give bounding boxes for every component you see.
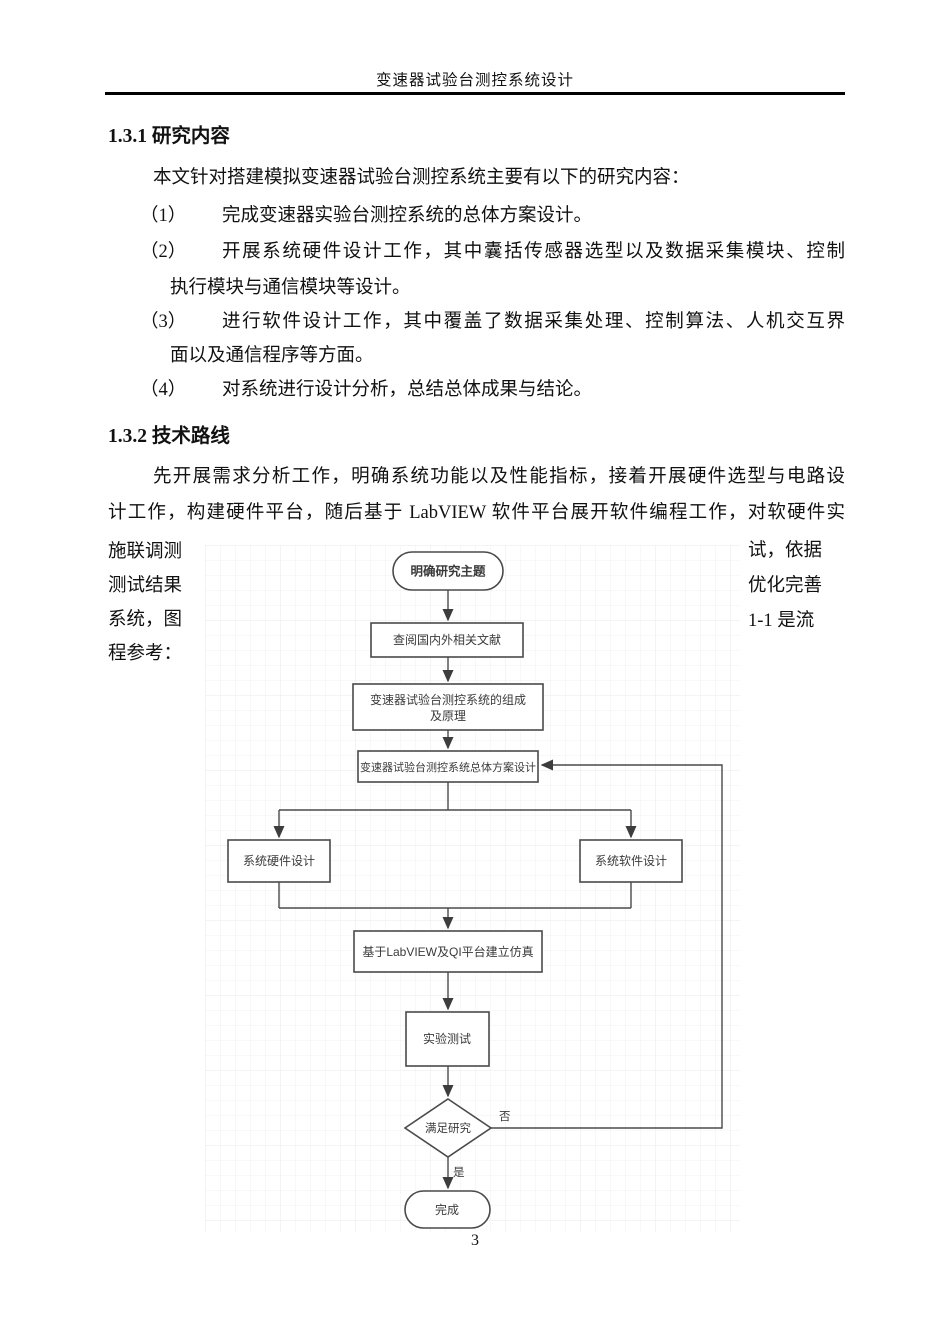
edge-label-no: 否 — [499, 1111, 511, 1123]
node-software-design-label: 系统软件设计 — [595, 854, 667, 868]
list-item-2-label: （2） — [140, 242, 187, 262]
edge-label-yes: 是 — [453, 1166, 465, 1179]
node-decision — [403, 1098, 493, 1158]
node-literature — [370, 622, 524, 658]
list-item-4-label: （4） — [140, 380, 187, 400]
technical-route-flowchart: 明确研究主题 查阅国内外相关文献 变速器试验台测控系统的组成 及原理 变速器试验… — [205, 545, 740, 1232]
paragraph-intro: 本文针对搭建模拟变速器试验台测控系统主要有以下的研究内容： — [153, 168, 690, 188]
node-literature-label: 查阅国内外相关文献 — [393, 632, 501, 647]
node-hardware-design — [227, 839, 331, 883]
node-start — [392, 551, 504, 591]
node-simulation-label: 基于LabVIEW及QI平台建立仿真 — [362, 944, 533, 959]
node-start-label: 明确研究主题 — [410, 563, 486, 578]
node-experiment-test-label: 实验测试 — [423, 1031, 471, 1046]
wrap-right-line-1: 试，依据 — [748, 541, 823, 561]
wrap-left-line-2: 测试结果 — [108, 576, 183, 596]
list-item-1-text: 完成变速器实验台测控系统的总体方案设计。 — [222, 206, 593, 226]
wrap-left-line-4: 程参考： — [108, 644, 183, 664]
wrap-right-line-3: 1-1 是流 — [748, 611, 815, 631]
list-item-3-label: （3） — [140, 312, 187, 332]
node-overall-design — [357, 750, 539, 783]
wrap-left-line-1: 施联调测 — [108, 542, 183, 562]
node-composition — [352, 683, 544, 731]
node-composition-label-line2: 及原理 — [430, 709, 466, 723]
node-decision-label: 满足研究 — [425, 1121, 471, 1135]
wrap-left-line-3: 系统，图 — [108, 610, 183, 630]
list-item-2-text-cont: 执行模块与通信模块等设计。 — [170, 278, 411, 298]
wrap-right-line-2: 优化完善 — [748, 576, 823, 596]
node-end — [404, 1190, 491, 1229]
edge-decision-no-loop — [491, 759, 723, 1129]
list-item-3-text: 进行软件设计工作，其中覆盖了数据采集处理、控制算法、人机交互界 — [222, 312, 845, 332]
list-item-2-text: 开展系统硬件设计工作，其中囊括传感器选型以及数据采集模块、控制 — [222, 242, 845, 262]
list-item-3-text-cont: 面以及通信程序等方面。 — [170, 346, 374, 366]
page-number: 3 — [471, 1232, 479, 1249]
section-heading-132: 1.3.2 技术路线 — [108, 426, 230, 447]
node-overall-design-label: 变速器试验台测控系统总体方案设计 — [360, 760, 536, 774]
edge-merge — [278, 882, 632, 909]
node-composition-label-line1: 变速器试验台测控系统的组成 — [370, 692, 526, 707]
node-end-label: 完成 — [435, 1202, 459, 1217]
edge-overall-branch — [279, 782, 631, 811]
page-header-title: 变速器试验台测控系统设计 — [375, 72, 574, 89]
header-rule — [105, 92, 845, 95]
node-experiment-test — [405, 1011, 490, 1067]
list-item-4-text: 对系统进行设计分析，总结总体成果与结论。 — [222, 380, 593, 400]
list-item-1-label: （1） — [140, 206, 187, 226]
section-heading-131: 1.3.1 研究内容 — [108, 126, 230, 147]
node-simulation — [353, 930, 543, 973]
node-hardware-design-label: 系统硬件设计 — [243, 854, 315, 868]
route-paragraph-line2: 计工作，构建硬件平台，随后基于 LabVIEW 软件平台展开软件编程工作，对软硬… — [108, 503, 845, 523]
route-paragraph-line1: 先开展需求分析工作，明确系统功能以及性能指标，接着开展硬件选型与电路设 — [153, 467, 845, 487]
node-software-design — [579, 839, 683, 883]
